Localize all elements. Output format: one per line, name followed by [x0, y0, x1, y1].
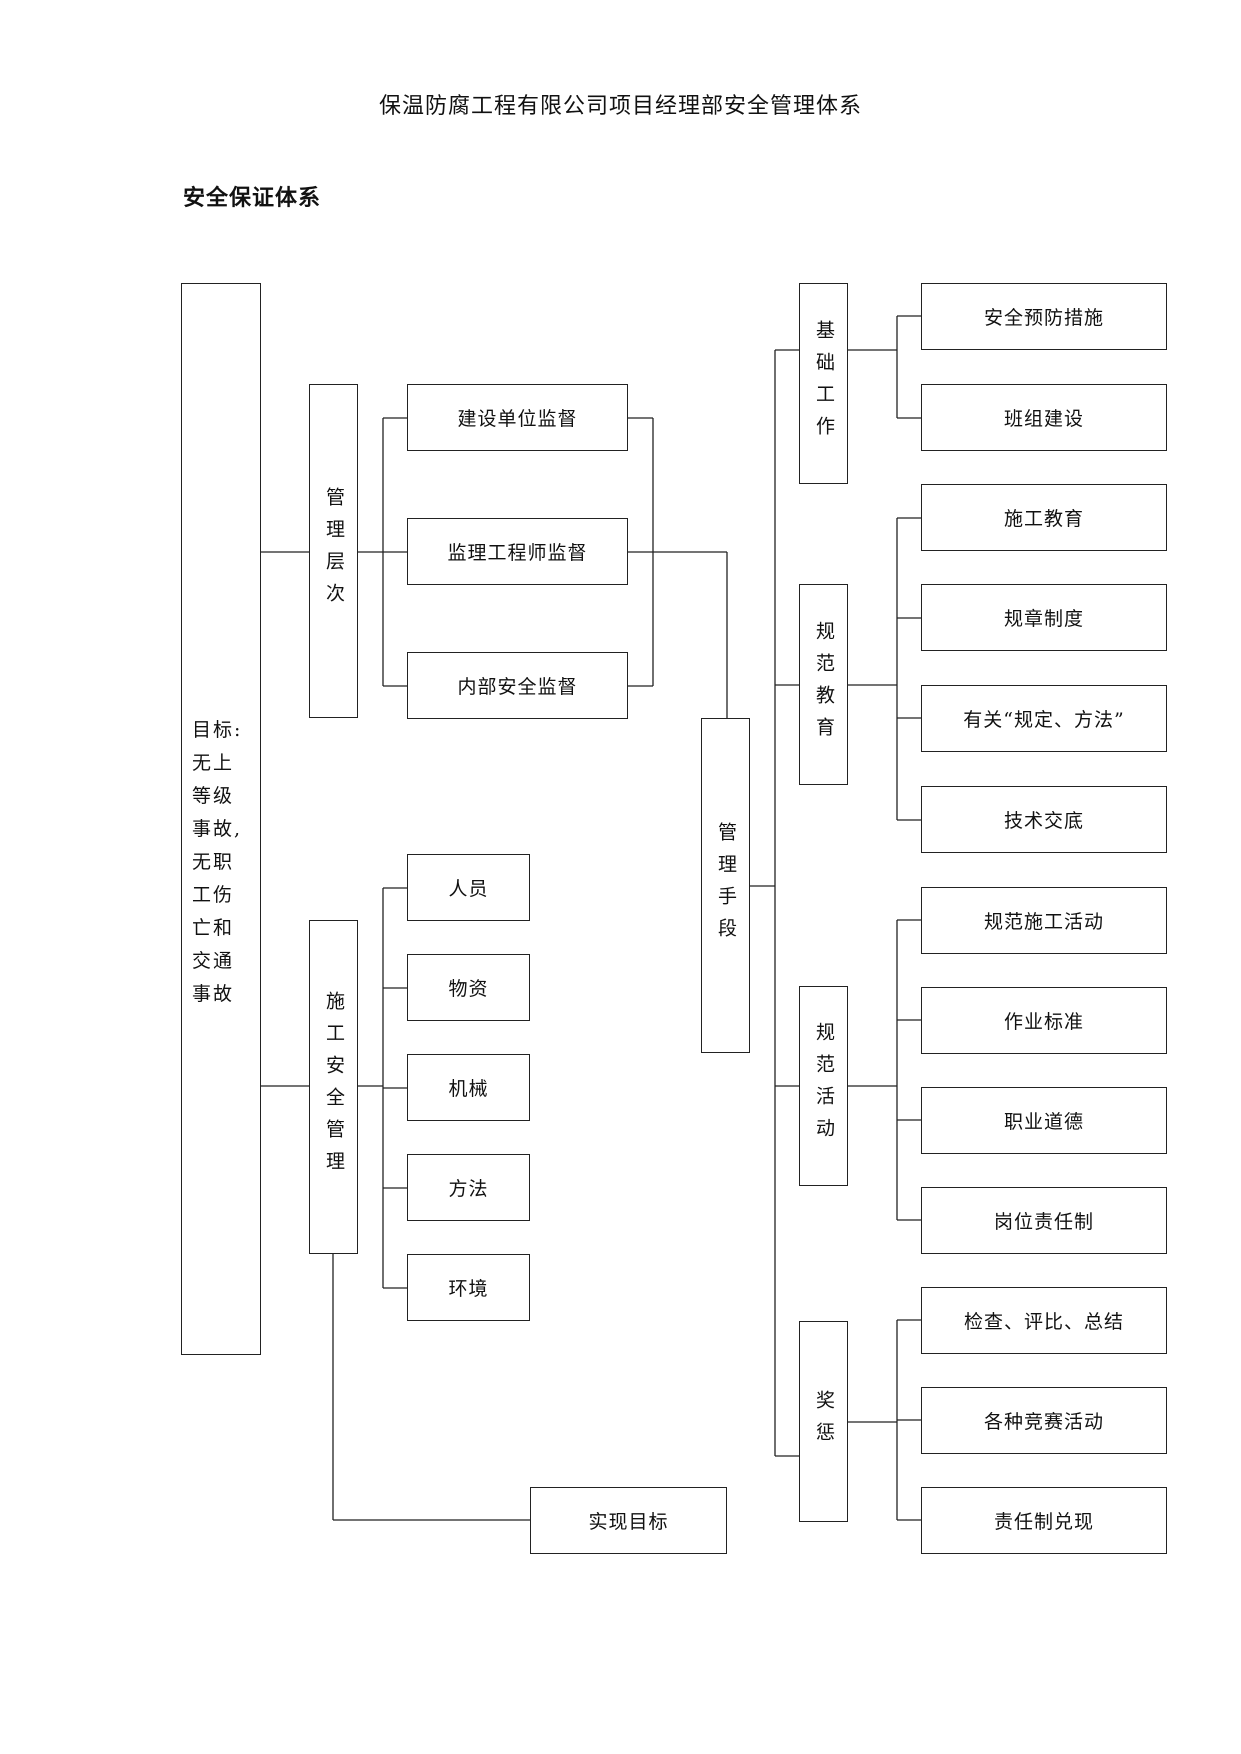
group-education-box: 规范教育: [799, 584, 848, 785]
management-means-label: 管理手段: [715, 821, 737, 950]
activity-item-label: 岗位责任制: [993, 1211, 1094, 1233]
supervision-engineer-box: 监理工程师监督: [407, 518, 628, 585]
reward-item-label: 各种竞赛活动: [983, 1411, 1104, 1433]
reward-item-label: 检查、评比、总结: [963, 1311, 1124, 1333]
basic-item-label: 安全预防措施: [983, 307, 1104, 329]
education-item-label: 技术交底: [1003, 810, 1084, 832]
management-levels-box: 管理层次: [309, 384, 358, 718]
supervision-internal-label: 内部安全监督: [457, 676, 578, 698]
construction-item-box: 环境: [407, 1254, 530, 1321]
education-item-box: 施工教育: [921, 484, 1167, 551]
construction-item-label: 机械: [448, 1078, 489, 1100]
activity-item-box: 规范施工活动: [921, 887, 1167, 954]
activity-item-box: 岗位责任制: [921, 1187, 1167, 1254]
document-title: 保温防腐工程有限公司项目经理部安全管理体系: [378, 94, 862, 119]
basic-item-box: 安全预防措施: [921, 283, 1167, 350]
construction-item-box: 人员: [407, 854, 530, 921]
construction-item-box: 物资: [407, 954, 530, 1021]
group-activity-label: 规范活动: [813, 1022, 835, 1150]
activity-item-box: 作业标准: [921, 987, 1167, 1054]
reward-item-box: 检查、评比、总结: [921, 1287, 1167, 1354]
construction-item-box: 方法: [407, 1154, 530, 1221]
construction-item-box: 机械: [407, 1054, 530, 1121]
education-item-label: 施工教育: [1003, 508, 1084, 530]
group-reward-box: 奖惩: [799, 1321, 848, 1522]
goal-box: 目标: 无上等级事故,无职工伤亡和交通事故: [181, 283, 261, 1355]
education-item-box: 有关“规定、方法”: [921, 685, 1167, 752]
construction-item-label: 物资: [448, 978, 489, 1000]
construction-item-label: 环境: [448, 1278, 489, 1300]
supervision-engineer-label: 监理工程师监督: [447, 542, 588, 564]
reward-item-box: 各种竞赛活动: [921, 1387, 1167, 1454]
group-education-label: 规范教育: [813, 620, 835, 749]
education-item-box: 规章制度: [921, 584, 1167, 651]
group-activity-box: 规范活动: [799, 986, 848, 1186]
supervision-internal-box: 内部安全监督: [407, 652, 628, 719]
reward-item-label: 责任制兑现: [993, 1511, 1094, 1533]
supervision-owner-label: 建设单位监督: [457, 408, 578, 430]
activity-item-box: 职业道德: [921, 1087, 1167, 1154]
activity-item-label: 职业道德: [1003, 1111, 1084, 1133]
achieve-goal-label: 实现目标: [588, 1511, 669, 1533]
education-item-label: 规章制度: [1003, 608, 1084, 630]
education-item-label: 有关“规定、方法”: [963, 709, 1125, 731]
group-reward-label: 奖惩: [813, 1389, 835, 1454]
section-title: 安全保证体系: [183, 185, 322, 211]
construction-item-label: 人员: [448, 878, 489, 900]
construction-item-label: 方法: [448, 1178, 489, 1200]
supervision-owner-box: 建设单位监督: [407, 384, 628, 451]
reward-item-box: 责任制兑现: [921, 1487, 1167, 1554]
activity-item-label: 作业标准: [1003, 1011, 1084, 1033]
group-basic-work-label: 基础工作: [813, 319, 835, 448]
construction-safety-label: 施工安全管理: [323, 991, 345, 1183]
group-basic-work-box: 基础工作: [799, 283, 848, 484]
basic-item-box: 班组建设: [921, 384, 1167, 451]
management-levels-label: 管理层次: [323, 487, 345, 615]
achieve-goal-box: 实现目标: [530, 1487, 727, 1554]
basic-item-label: 班组建设: [1003, 408, 1084, 430]
education-item-box: 技术交底: [921, 786, 1167, 853]
activity-item-label: 规范施工活动: [983, 911, 1104, 933]
construction-safety-box: 施工安全管理: [309, 920, 358, 1254]
management-means-box: 管理手段: [701, 718, 750, 1053]
goal-text: 目标: 无上等级事故,无职工伤亡和交通事故: [192, 719, 243, 1005]
